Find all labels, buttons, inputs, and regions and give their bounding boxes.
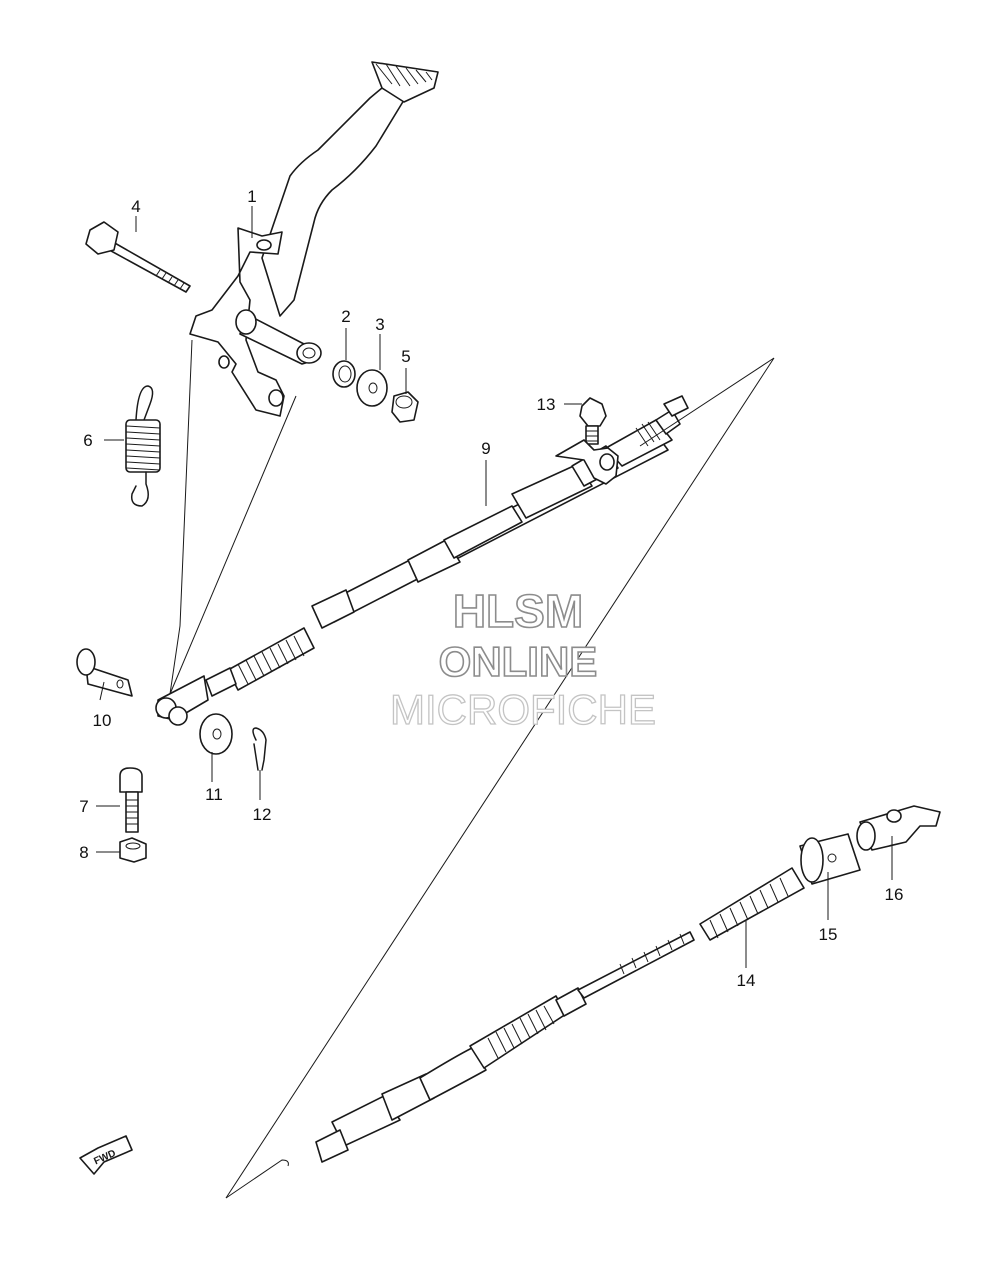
rod-joint[interactable] [799, 833, 861, 885]
reference-lines [96, 206, 893, 1199]
adjuster-nut[interactable] [119, 837, 147, 863]
callout-9: 9 [481, 439, 490, 458]
callout-16: 16 [885, 885, 904, 904]
return-spring[interactable] [125, 385, 161, 507]
watermark-line-3: MICROFICHE [390, 686, 656, 733]
watermark-line-1: HLSM [453, 585, 583, 637]
watermark: HLSM ONLINE MICROFICHE [389, 584, 656, 733]
brake-pedal[interactable] [189, 61, 439, 417]
callout-4: 4 [131, 197, 140, 216]
watermark-line-2: ONLINE [439, 638, 598, 685]
callout-5: 5 [401, 347, 410, 366]
cap-nut[interactable] [391, 391, 419, 423]
callout-12: 12 [253, 805, 272, 824]
callout-8: 8 [79, 843, 88, 862]
pedal-pivot-bolt[interactable] [85, 221, 191, 293]
washer-11[interactable] [199, 713, 233, 755]
callout-1: 1 [247, 187, 256, 206]
cotter-pin[interactable] [252, 727, 267, 771]
callout-3: 3 [375, 315, 384, 334]
clevis-pin[interactable] [76, 648, 133, 697]
callout-6: 6 [83, 431, 92, 450]
callout-10: 10 [93, 711, 112, 730]
callout-2: 2 [341, 307, 350, 326]
callout-labels: 1 2 3 4 5 6 7 8 9 10 11 12 13 14 15 16 [79, 187, 903, 990]
callout-15: 15 [819, 925, 838, 944]
brake-arm[interactable] [856, 805, 941, 851]
forward-arrow-icon: FWD [79, 1135, 133, 1175]
cable-bracket-bolt[interactable] [579, 397, 607, 445]
washer-2[interactable] [332, 360, 356, 388]
callout-11: 11 [205, 785, 223, 804]
brake-rod-cable[interactable] [315, 867, 805, 1163]
brake-cable[interactable] [155, 395, 689, 726]
adjuster-bolt[interactable] [119, 767, 143, 833]
washer-3[interactable] [356, 369, 388, 407]
callout-13: 13 [537, 395, 556, 414]
callout-14: 14 [737, 971, 756, 990]
callout-7: 7 [79, 797, 88, 816]
